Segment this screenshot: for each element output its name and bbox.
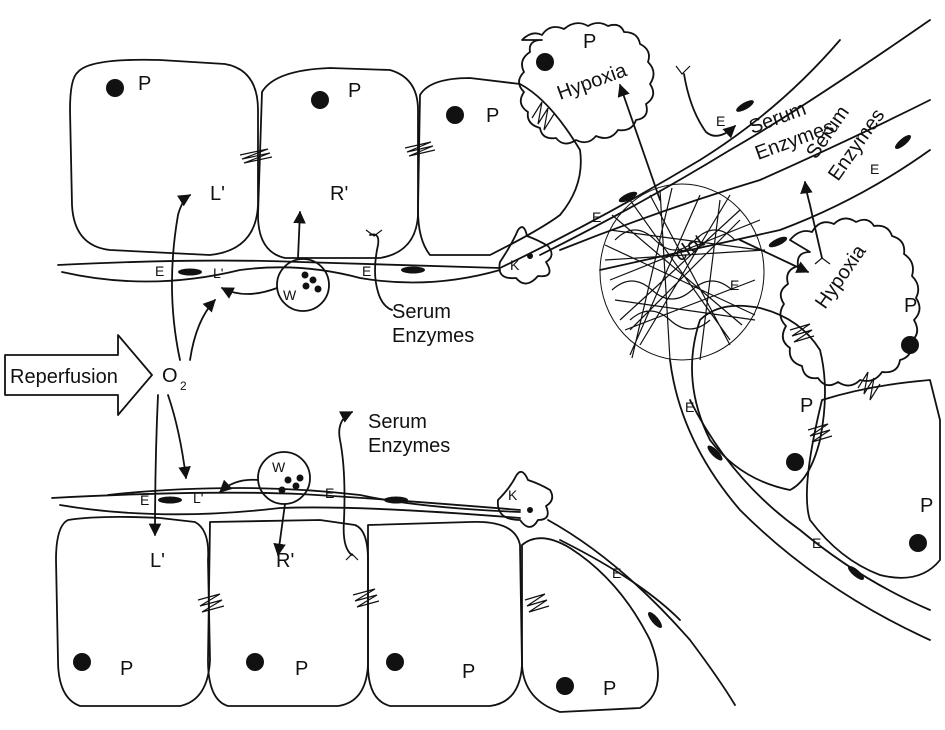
label-e: E — [612, 565, 621, 581]
label-w: W — [272, 459, 286, 475]
label-reperfusion: Reperfusion — [10, 366, 118, 388]
label-e: E — [685, 399, 694, 415]
label-p: P — [295, 658, 308, 680]
label-k: K — [508, 487, 518, 503]
label-enzymes: Enzymes — [368, 435, 450, 457]
label-radical: R' — [276, 550, 294, 572]
label-p: P — [486, 105, 499, 127]
label-e: E — [716, 113, 725, 129]
label-e: E — [730, 277, 739, 293]
label-lipid: L' — [193, 490, 203, 506]
right-hepatocyte-2: P — [807, 380, 940, 578]
lower-hepatocyte-3: P — [368, 522, 522, 706]
reperfusion-arrow: Reperfusion — [5, 335, 152, 415]
label-e: E — [140, 492, 149, 508]
label-e: E — [812, 535, 821, 551]
junction — [405, 142, 435, 156]
label-o2: O — [162, 365, 178, 387]
label-p: P — [348, 80, 361, 102]
label-lipid: L' — [150, 550, 165, 572]
label-p: P — [462, 661, 475, 683]
label-e: E — [592, 209, 601, 225]
label-p: P — [603, 678, 616, 700]
lower-kupffer-cell: K — [498, 472, 552, 527]
right-hepatocyte-1: P — [692, 306, 825, 490]
label-e: E — [155, 263, 164, 279]
label-clot: clot — [670, 230, 708, 266]
enzyme-leak — [370, 234, 392, 310]
label-serum: Serum — [368, 411, 427, 433]
upper-hepatocyte-2: P R' — [258, 68, 418, 258]
upper-hepatocyte-3: P — [418, 78, 581, 255]
label-enzymes: Enzymes — [392, 325, 474, 347]
hypoxic-hepatocyte-right: P Hypoxia — [780, 218, 919, 385]
label-e: E — [870, 161, 879, 177]
lower-wbc: W — [258, 452, 310, 504]
label-p: P — [138, 73, 151, 95]
label-e: E — [325, 485, 334, 501]
upper-wbc: W — [277, 259, 329, 311]
lower-hepatocyte-1: P — [56, 517, 210, 706]
label-p: P — [120, 658, 133, 680]
label-serum: Serum — [392, 301, 451, 323]
junction — [240, 149, 272, 163]
label-hypoxia: Hypoxia — [554, 59, 630, 105]
upper-hepatocyte-1: P L' — [70, 60, 258, 255]
lower-hepatocyte-2: P — [208, 520, 368, 706]
label-e: E — [362, 263, 371, 279]
label-p: P — [800, 395, 813, 417]
label-w: W — [283, 287, 297, 303]
label-lipid: L' — [213, 265, 223, 281]
label-o2-sub: 2 — [180, 379, 187, 393]
label-p: P — [904, 295, 917, 317]
lower-hepatocyte-4: P — [522, 538, 658, 712]
label-radical: R' — [330, 183, 348, 205]
label-lipid: L' — [210, 183, 225, 205]
label-p: P — [583, 31, 596, 53]
label-p: P — [920, 495, 933, 517]
